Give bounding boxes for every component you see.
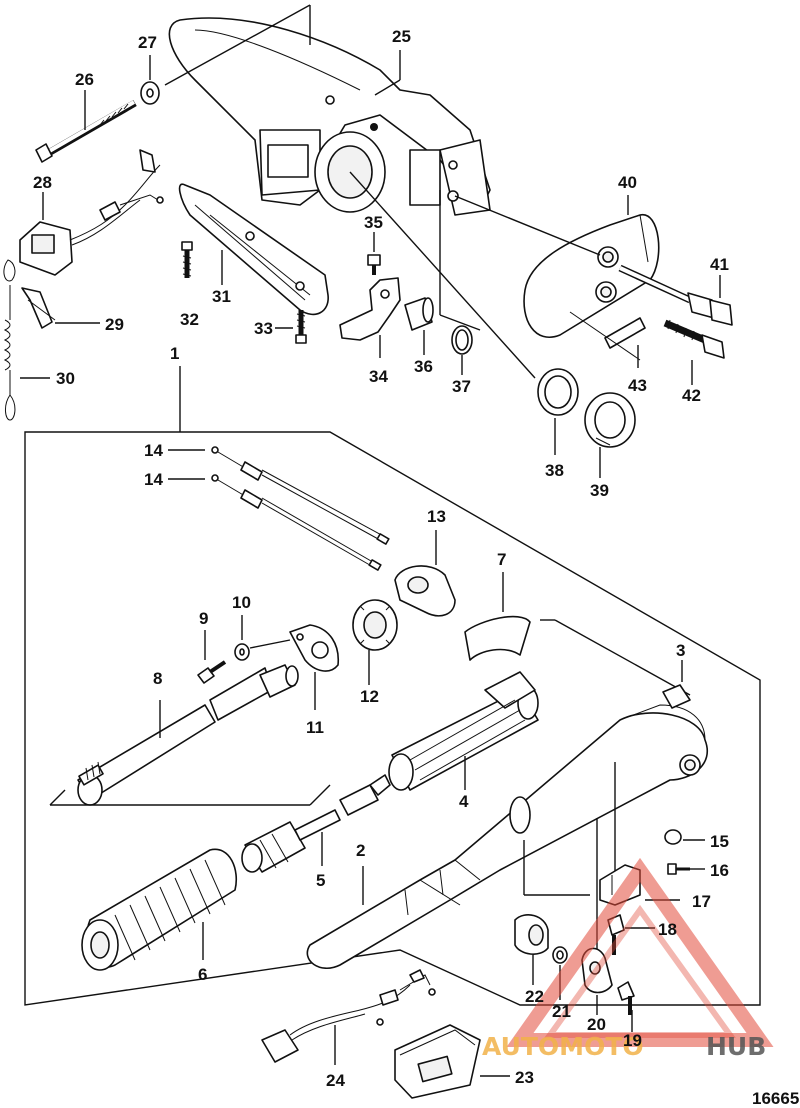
svg-text:AUTOMOTO: AUTOMOTO — [482, 1032, 644, 1061]
callout-43: 43 — [628, 376, 647, 395]
part-11-lock-plate — [289, 624, 339, 672]
part-4-grip-insert — [388, 671, 539, 791]
part-12-adjuster-nut — [352, 599, 398, 651]
watermark-logo: AUTOMOTO HUB — [482, 857, 774, 1061]
callout-16: 16 — [710, 861, 729, 880]
callout-18: 18 — [658, 920, 677, 939]
callout-32: 32 — [180, 310, 199, 329]
svg-text:HUB: HUB — [706, 1032, 766, 1061]
part-34-friction-block — [339, 277, 401, 341]
part-22-friction-knob — [514, 914, 549, 955]
part-37-split-ring — [451, 325, 473, 355]
part-29-clip — [21, 287, 56, 329]
callout-12: 12 — [360, 687, 379, 706]
callout-36: 36 — [414, 357, 433, 376]
part-5-shift-shaft — [241, 774, 391, 873]
part-42-bolt — [663, 319, 725, 359]
callout-1: 1 — [170, 344, 179, 363]
part-10-washer — [234, 643, 250, 661]
callout-24: 24 — [326, 1071, 345, 1090]
part-2-tiller-arm — [306, 704, 708, 970]
callout-9: 9 — [199, 609, 208, 628]
part-23-switch-housing — [394, 1024, 481, 1099]
callout-25: 25 — [392, 27, 411, 46]
figure-number: 16665 — [752, 1089, 799, 1108]
callout-40: 40 — [618, 173, 637, 192]
callout-14a: 14 — [144, 441, 163, 460]
callout-34: 34 — [369, 367, 388, 386]
callout-30: 30 — [56, 369, 75, 388]
callout-19: 19 — [623, 1031, 642, 1050]
part-14-throttle-cables — [211, 446, 390, 571]
callout-22: 22 — [525, 987, 544, 1006]
callout-7: 7 — [497, 550, 506, 569]
callout-15: 15 — [710, 832, 729, 851]
part-38-thrust-washer — [537, 368, 579, 416]
part-19-bolt — [617, 981, 635, 1015]
part-39-bushing — [584, 392, 636, 448]
part-15-clip — [664, 829, 682, 845]
callout-35: 35 — [364, 213, 383, 232]
part-8-throttle-shaft — [77, 664, 299, 806]
callout-23: 23 — [515, 1068, 534, 1087]
part-31-cover — [178, 183, 329, 316]
part-3-retainer-clip — [662, 684, 691, 709]
part-36-bushing — [404, 297, 434, 331]
callout-26: 26 — [75, 70, 94, 89]
callout-33: 33 — [254, 319, 273, 338]
callout-13: 13 — [427, 507, 446, 526]
callout-3: 3 — [676, 641, 685, 660]
callout-11: 11 — [306, 718, 324, 737]
part-25-tiller-bracket — [168, 17, 491, 216]
callout-5: 5 — [316, 871, 325, 890]
callout-27: 27 — [138, 33, 157, 52]
part-9-screw — [197, 660, 227, 684]
part-43-decal — [569, 311, 646, 361]
part-21-nut — [552, 946, 568, 964]
callout-42: 42 — [682, 386, 701, 405]
callout-4: 4 — [459, 792, 469, 811]
callout-6: 6 — [198, 965, 207, 984]
callout-8: 8 — [153, 669, 162, 688]
part-24-wire-harness — [261, 969, 436, 1063]
part-26-long-bolt — [35, 99, 137, 163]
callout-14b: 14 — [144, 470, 163, 489]
part-6-handle-grip — [81, 848, 237, 971]
callout-17: 17 — [692, 892, 711, 911]
callout-28: 28 — [33, 173, 52, 192]
part-7-sleeve — [464, 615, 531, 661]
assembly-boundary-1 — [24, 431, 761, 1006]
part-27-washer — [140, 81, 160, 105]
callout-31: 31 — [212, 287, 231, 306]
callout-38: 38 — [545, 461, 564, 480]
part-30-lanyard — [3, 259, 16, 421]
callout-37: 37 — [452, 377, 471, 396]
callout-10: 10 — [232, 593, 251, 612]
part-20-friction-block — [581, 947, 613, 994]
callout-2: 2 — [356, 841, 365, 860]
callout-20: 20 — [587, 1015, 606, 1034]
part-32-screw — [181, 241, 193, 278]
callout-29: 29 — [105, 315, 124, 334]
callout-39: 39 — [590, 481, 609, 500]
part-35-screw — [367, 254, 381, 275]
part-33-screw — [295, 310, 307, 344]
callout-labels: 27 25 26 28 40 35 41 31 29 32 33 1 36 34… — [33, 27, 799, 1108]
part-13-cable-guide — [394, 565, 456, 617]
callout-41: 41 — [710, 255, 729, 274]
part-40-mounting-plate — [523, 214, 660, 338]
part-28-kill-switch — [19, 149, 164, 276]
part-16-screw — [667, 863, 690, 875]
callout-21: 21 — [552, 1002, 571, 1021]
part-41-bolt — [618, 264, 733, 326]
